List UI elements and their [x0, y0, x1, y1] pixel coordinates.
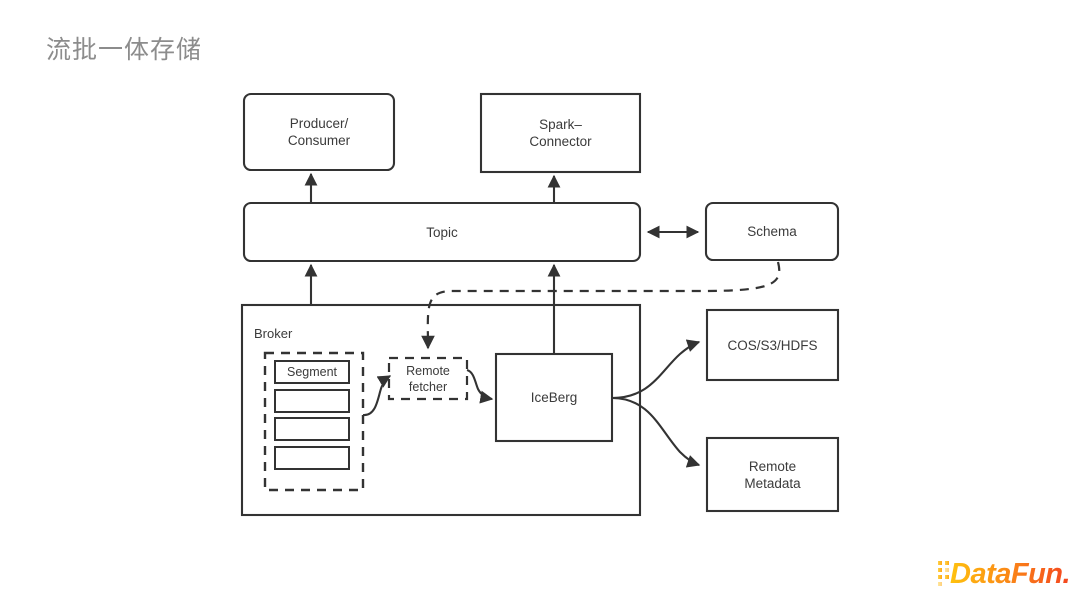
- node-segment-3[interactable]: [274, 417, 350, 441]
- edge-segment-to-remote-fetcher: [362, 375, 392, 417]
- edge-schema-to-remote-fetcher: [421, 261, 781, 350]
- edge-iceberg-to-cos: [611, 339, 701, 400]
- node-segment-4[interactable]: [274, 446, 350, 470]
- node-topic[interactable]: [242, 201, 642, 263]
- page-title: 流批一体存储: [46, 36, 203, 64]
- node-iceberg[interactable]: [494, 352, 614, 443]
- node-schema[interactable]: [704, 201, 840, 262]
- edge-remote-fetcher-to-iceberg: [466, 368, 494, 404]
- node-spark-connector[interactable]: [479, 92, 642, 174]
- node-remote-fetcher[interactable]: [387, 356, 469, 401]
- node-remote-metadata[interactable]: [705, 436, 840, 513]
- edge-iceberg-to-remote-metadata: [611, 396, 701, 468]
- node-cos-s3-hdfs[interactable]: [705, 308, 840, 382]
- logo-dot-grid: [938, 561, 949, 586]
- datafun-logo: DataFun.: [938, 558, 1071, 590]
- node-segment-1[interactable]: [274, 360, 350, 384]
- node-segment-2[interactable]: [274, 389, 350, 413]
- node-producer-consumer[interactable]: [242, 92, 396, 172]
- logo-text: DataFun.: [950, 558, 1070, 590]
